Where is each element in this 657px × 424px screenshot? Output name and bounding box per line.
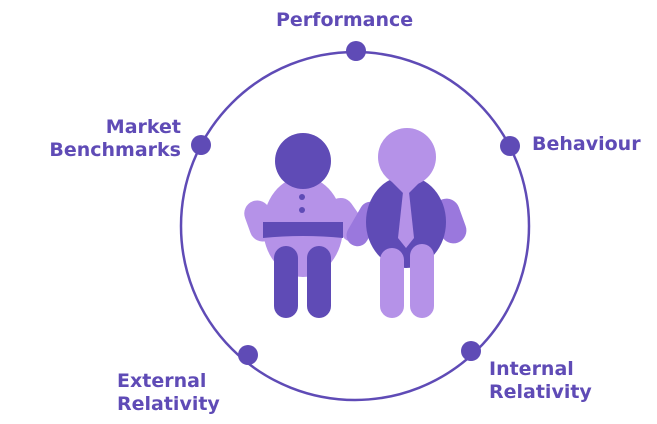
left-person-right-leg xyxy=(307,246,331,318)
label-line: External xyxy=(117,370,207,392)
label-line: Performance xyxy=(276,9,414,31)
label-performance: Performance xyxy=(276,9,413,32)
label-internal-relativity: Internal Relativity xyxy=(489,358,592,404)
right-person-head xyxy=(378,128,436,186)
label-behaviour: Behaviour xyxy=(532,133,641,156)
node-dot-internal-relativity xyxy=(461,341,481,361)
label-external-relativity: External Relativity xyxy=(117,370,220,416)
left-person-head xyxy=(275,133,331,189)
left-person-button xyxy=(299,194,305,200)
left-person-button xyxy=(299,207,305,213)
right-person-left-leg xyxy=(380,248,404,318)
node-dot-behaviour xyxy=(500,136,520,156)
node-dot-external-relativity xyxy=(238,345,258,365)
right-person-tie xyxy=(398,192,414,248)
right-person-right-leg xyxy=(410,244,434,318)
label-line: Relativity xyxy=(489,381,592,403)
label-line: Behaviour xyxy=(532,133,641,155)
label-line: Internal xyxy=(489,358,574,380)
person-right-figure xyxy=(346,128,467,318)
label-line: Market xyxy=(105,116,181,138)
label-line: Benchmarks xyxy=(49,139,181,161)
left-person-belt xyxy=(263,222,343,238)
person-left-figure xyxy=(244,133,367,318)
label-market-benchmarks: Market Benchmarks xyxy=(49,116,181,162)
node-dot-performance xyxy=(346,41,366,61)
left-person-left-leg xyxy=(274,246,298,318)
node-dot-market-benchmarks xyxy=(191,135,211,155)
label-line: Relativity xyxy=(117,393,220,415)
